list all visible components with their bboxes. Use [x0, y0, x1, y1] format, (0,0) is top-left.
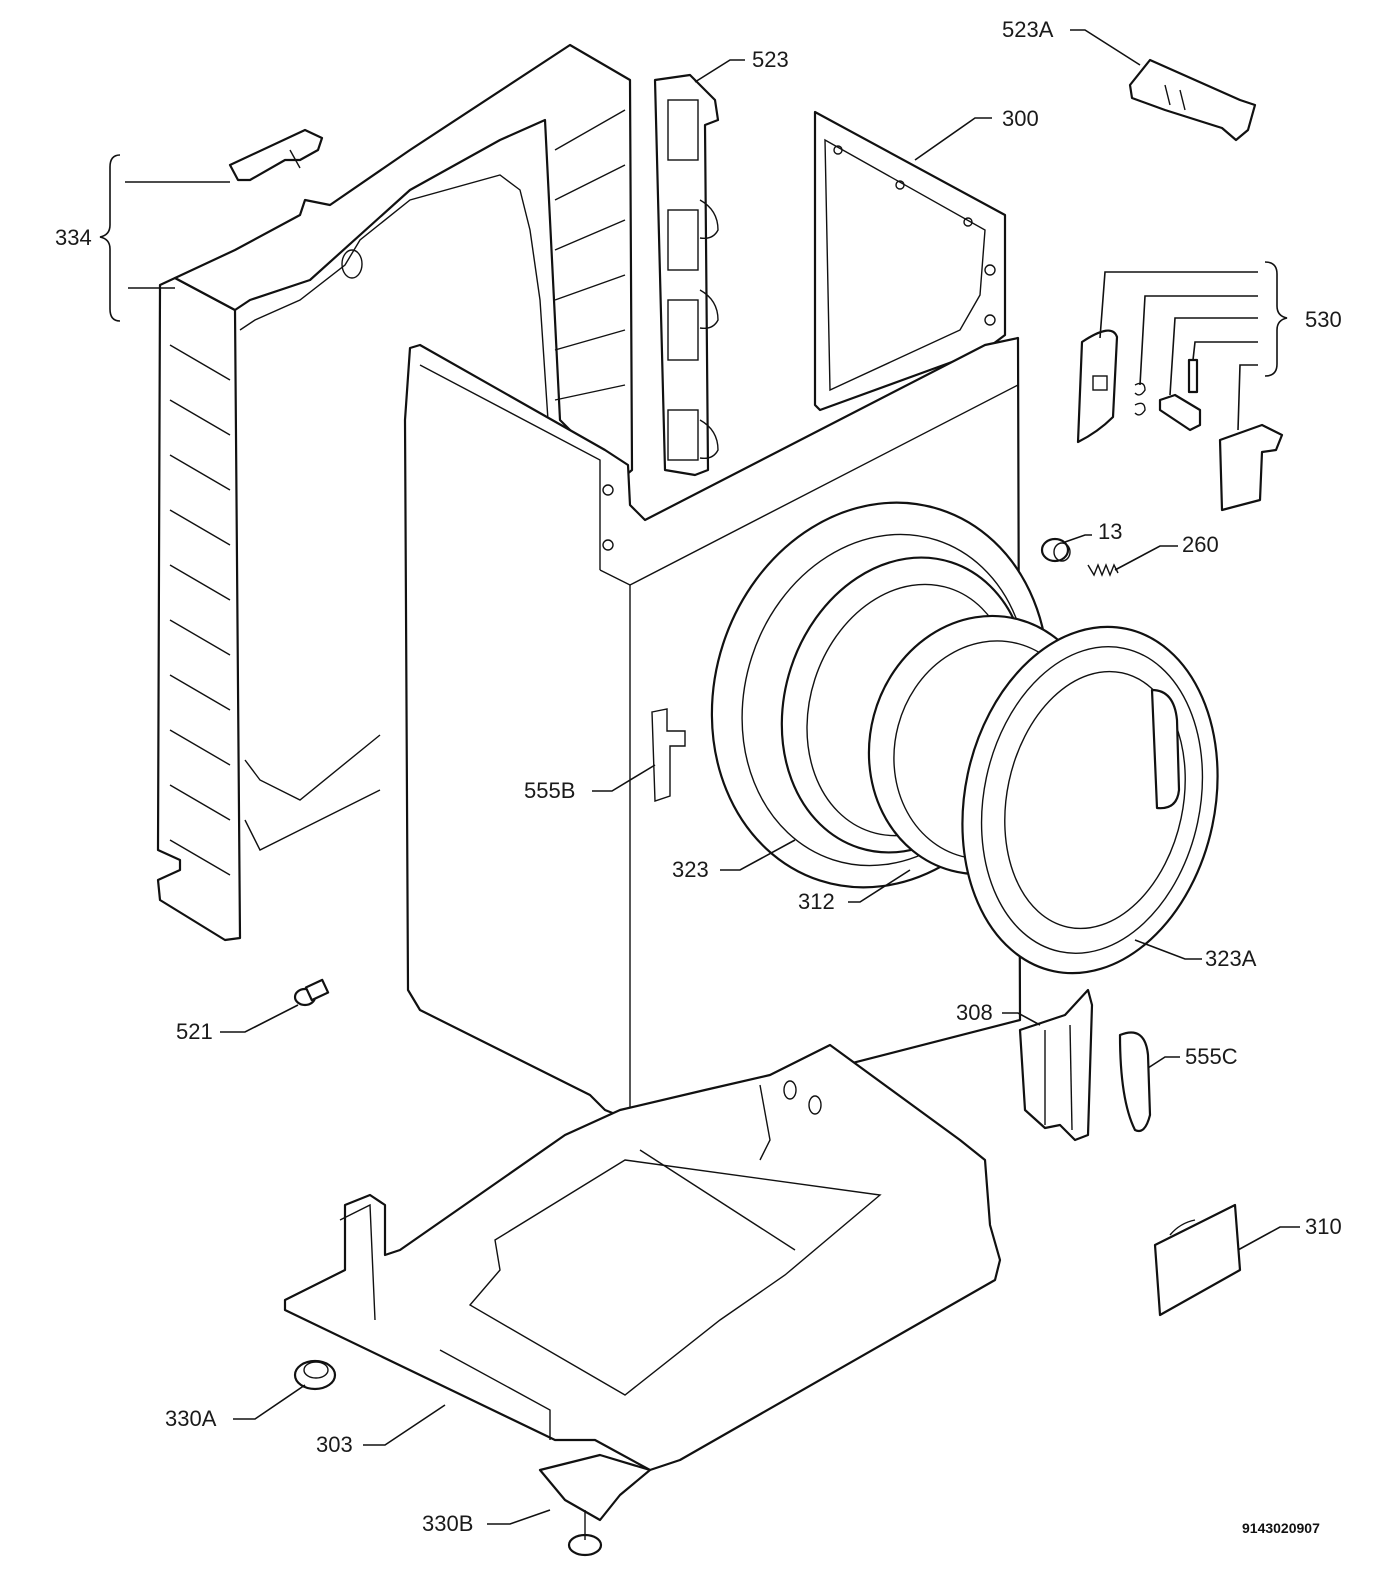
label-555c: 555C: [1185, 1044, 1238, 1069]
label-308: 308: [956, 1000, 993, 1025]
label-523a: 523A: [1002, 17, 1054, 42]
label-330a: 330A: [165, 1406, 217, 1431]
flap-part-310: [1153, 1203, 1242, 1317]
drawing-code: 9143020907: [1242, 1520, 1320, 1536]
label-330b: 330B: [422, 1511, 474, 1536]
latch-set-part-530: [1076, 329, 1284, 512]
screw-part-521: [293, 978, 330, 1007]
label-530: 530: [1305, 307, 1342, 332]
label-323: 323: [672, 857, 709, 882]
hinge-part-308: [1018, 988, 1094, 1142]
group-bracket-530: [1264, 261, 1288, 377]
side-panel-part-334: [156, 43, 634, 942]
bush-part-13: [1040, 537, 1071, 563]
foot-part-330b: [538, 1453, 652, 1557]
leader-lines: [125, 29, 1300, 1525]
cover-part-555c: [1118, 1031, 1152, 1133]
door-frame-part-323a: [961, 625, 1219, 975]
label-555b: 555B: [524, 778, 576, 803]
label-334: 334: [55, 225, 92, 250]
label-310: 310: [1305, 1214, 1342, 1239]
panel-clip-part-334: [228, 128, 324, 182]
label-260: 260: [1182, 532, 1219, 557]
label-13: 13: [1098, 519, 1123, 544]
group-bracket-334: [99, 154, 121, 322]
bracket-part-523a: [1128, 58, 1257, 142]
base-part-303: [283, 1043, 1002, 1472]
label-523: 523: [752, 47, 789, 72]
label-521: 521: [176, 1019, 213, 1044]
foot-pad-part-330a: [293, 1359, 337, 1391]
spring-part-260: [1087, 563, 1119, 577]
label-323a: 323A: [1205, 946, 1257, 971]
label-300: 300: [1002, 106, 1039, 131]
label-312: 312: [798, 889, 835, 914]
rail-part-523: [653, 73, 720, 477]
label-303: 303: [316, 1432, 353, 1457]
